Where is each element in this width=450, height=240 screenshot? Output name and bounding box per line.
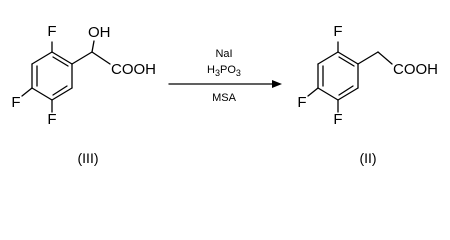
reagent-sodium-iodide: NaI [215,48,232,60]
reaction-arrow [168,80,282,88]
sm-carboxylic-acid-group: COOH [111,61,156,78]
reaction-scheme-canvas: F F F OH COOH (III) NaI H3PO3 MSA [11,23,438,166]
reagent-phosphorous-acid: H3PO3 [207,64,241,78]
starting-material-label: (III) [78,150,99,166]
reaction-conditions: NaI H3PO3 MSA [207,48,241,104]
reaction-scheme: F F F OH COOH (III) NaI H3PO3 MSA [11,23,438,166]
product-label: (II) [359,150,376,166]
product-structure: F F F COOH [297,23,438,128]
sm-benzene-ring [31,51,73,101]
sm-fluorine-top: F [47,23,56,40]
product-carboxylic-acid-group: COOH [393,61,438,78]
sm-fluorine-left: F [11,94,20,111]
sm-substituent-bonds [21,40,111,113]
product-fluorine-left: F [297,94,306,111]
product-benzene-ring [317,51,359,101]
sm-hydroxyl-group: OH [88,24,111,41]
starting-material-structure: F F F OH COOH [11,23,156,128]
product-fluorine-top: F [333,23,342,40]
product-substituent-bonds [307,41,393,113]
product-fluorine-bottom: F [333,111,342,128]
sm-fluorine-bottom: F [47,111,56,128]
reagent-methanesulfonic-acid: MSA [212,92,237,104]
